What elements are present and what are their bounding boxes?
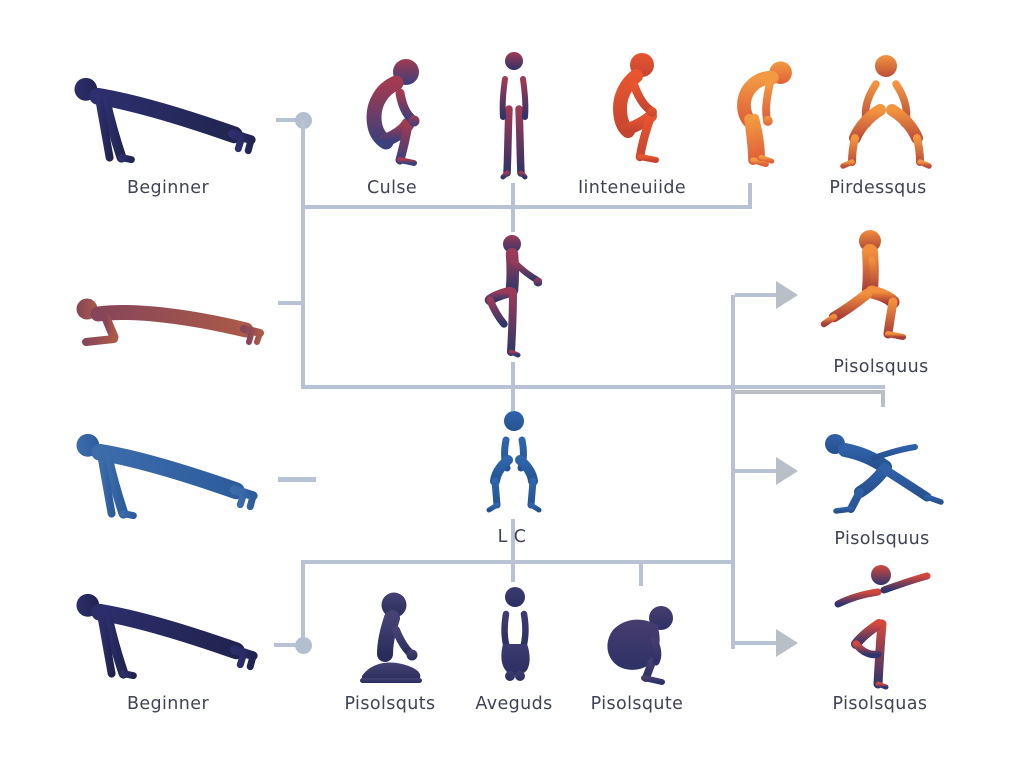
- connector-tick-row1: [276, 118, 296, 122]
- figure-hinge-bent-over: [737, 61, 792, 168]
- silhouette: [76, 298, 264, 346]
- arrow-right-icon-3: [776, 629, 798, 657]
- silhouette: [820, 230, 906, 340]
- label-beginner-bottom: Beginner: [126, 694, 210, 714]
- connector-row2-horizontal: [301, 385, 885, 389]
- silhouette: [76, 593, 258, 680]
- connector-trunk-right-vertical: [731, 295, 735, 649]
- node-circle-bottom: [295, 637, 312, 654]
- figure-deep-squat-front-blue: [486, 411, 542, 513]
- figure-tuck-crouch: [607, 606, 673, 685]
- label-iinteneuiide: Iinteneuiide: [577, 178, 687, 198]
- label-culse: Culse: [366, 178, 418, 198]
- figure-plank-high-blue: [76, 433, 258, 520]
- silhouette: [825, 434, 944, 514]
- arrow-right-icon-1: [776, 281, 798, 309]
- silhouette: [366, 59, 420, 166]
- silhouette: [737, 61, 792, 168]
- silhouette: [607, 606, 673, 685]
- connector-stub-tuck: [639, 562, 643, 586]
- label-pisolsquas: Pisolsquas: [832, 694, 928, 714]
- silhouette: [486, 411, 542, 513]
- silhouette: [613, 53, 659, 163]
- connector-arrow-tick-3: [735, 641, 777, 645]
- connector-stub-squat-top: [511, 389, 515, 411]
- label-pisolsquts: Pisolsquts: [344, 694, 436, 714]
- connector-stub-kneeling: [511, 560, 515, 582]
- connector-row1-horizontal: [301, 205, 752, 209]
- connector-arrow-tick-2: [735, 469, 777, 473]
- label-aveguds: Aveguds: [475, 694, 553, 714]
- silhouette: [360, 592, 422, 683]
- connector-corner-hinge: [748, 183, 752, 209]
- silhouette: [840, 55, 932, 169]
- label-pirdessqus: Pirdessqus: [829, 178, 927, 198]
- figure-plank-high-navy-top: [74, 77, 256, 164]
- connector-stub-knee-raise: [511, 362, 515, 389]
- label-pisolsquus-2: Pisolsquus: [834, 529, 930, 549]
- silhouette: [834, 565, 931, 690]
- figure-plank-high-navy-bottom: [76, 593, 258, 680]
- connector-row3-horizontal: [301, 560, 735, 564]
- silhouette: [76, 433, 258, 520]
- connector-arrow-tick-1: [735, 293, 777, 297]
- connector-tick-row4: [274, 643, 296, 647]
- figure-balance-tree-pose: [834, 565, 931, 690]
- silhouette: [499, 52, 529, 180]
- figure-squat-side-orange: [613, 53, 659, 163]
- connector-stub-squat-bottom: [511, 519, 515, 564]
- figure-knee-raise: [484, 235, 542, 358]
- silhouette: [484, 235, 542, 358]
- label-pisolsquus-1: Pisolsquus: [833, 357, 929, 377]
- arrow-right-icon-2: [776, 457, 798, 485]
- connector-row2-horizontal-gray: [733, 390, 885, 394]
- figure-wide-squat-orange: [840, 55, 932, 169]
- connector-dash-row3: [278, 477, 316, 482]
- figure-crouch-squat: [366, 59, 420, 166]
- figure-standing-front: [499, 52, 529, 180]
- figure-seated-cross-legged: [360, 592, 422, 683]
- label-l-c: L C: [497, 527, 527, 547]
- label-pisolsqute: Pisolsqute: [590, 694, 684, 714]
- figure-plank-forearm-red: [76, 298, 264, 346]
- label-beginner-top: Beginner: [126, 178, 210, 198]
- connector-right-stub-down: [881, 392, 885, 407]
- connector-tick-row2: [278, 301, 302, 305]
- figure-sprinter-lunge-blue: [825, 434, 944, 514]
- connector-trunk-left-vertical: [301, 120, 305, 389]
- connector-trunk-left-bottom: [301, 560, 305, 646]
- figure-lunge-orange: [820, 230, 906, 340]
- silhouette: [501, 587, 530, 681]
- figure-kneeling-seiza: [501, 587, 530, 681]
- silhouette: [74, 77, 256, 164]
- connector-stub-standing: [511, 183, 515, 232]
